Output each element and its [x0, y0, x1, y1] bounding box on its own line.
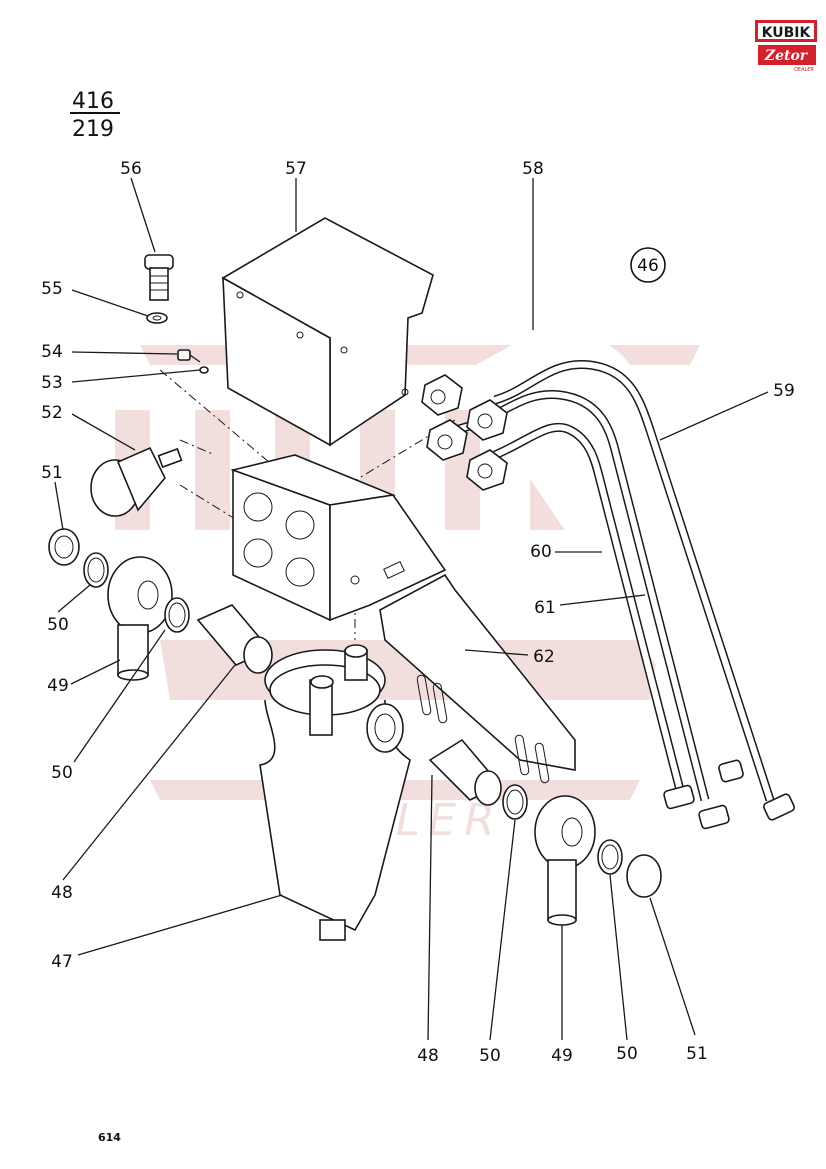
figure-number: 416 219: [70, 89, 120, 142]
callout-51-left: 51: [41, 463, 63, 483]
callout-47: 47: [51, 952, 73, 972]
callout-61: 61: [534, 598, 556, 618]
callout-48-left: 48: [51, 883, 73, 903]
callout-55: 55: [41, 279, 63, 299]
right-banjo-assembly: [428, 738, 662, 926]
callout-53: 53: [41, 373, 63, 393]
bolt-assembly: [144, 254, 209, 374]
logo-tag: DEALER: [794, 67, 814, 73]
callout-50-left-b: 50: [51, 763, 73, 783]
figure-number-bottom: 219: [72, 117, 114, 142]
left-banjo-assembly: [48, 528, 273, 681]
logo-subbrand: Zetor: [764, 48, 809, 64]
callout-50-left-a: 50: [47, 615, 69, 635]
callout-57: 57: [285, 159, 307, 179]
group-number: 46: [637, 256, 659, 276]
figure-number-top: 416: [72, 89, 114, 114]
leader-lines: [54, 177, 769, 1041]
callout-56: 56: [120, 159, 142, 179]
logo-brand: KUBIK: [762, 25, 812, 41]
callout-59: 59: [773, 381, 795, 401]
group-badge: 46: [630, 247, 666, 283]
cover-bracket: [221, 217, 434, 447]
callout-54: 54: [41, 342, 63, 362]
callout-labels: 56 57 58 55 54 53 52 59 51 50 60 61 62 4…: [41, 159, 795, 1066]
mounting-plate: [230, 454, 576, 784]
pipes: [421, 331, 795, 830]
callout-50-right-b: 50: [616, 1044, 638, 1064]
callout-52: 52: [41, 403, 63, 423]
plug: [90, 446, 183, 517]
callout-51-right: 51: [686, 1044, 708, 1064]
page-number: 614: [98, 1131, 121, 1144]
callout-62: 62: [533, 647, 555, 667]
callout-58: 58: [522, 159, 544, 179]
callout-50-right-a: 50: [479, 1046, 501, 1066]
callout-48-right: 48: [417, 1046, 439, 1066]
brand-logo: KUBIK Zetor DEALER: [755, 20, 817, 73]
callout-49-left: 49: [47, 676, 69, 696]
fuel-filter: [259, 644, 411, 941]
callout-49-right: 49: [551, 1046, 573, 1066]
callout-60: 60: [530, 542, 552, 562]
